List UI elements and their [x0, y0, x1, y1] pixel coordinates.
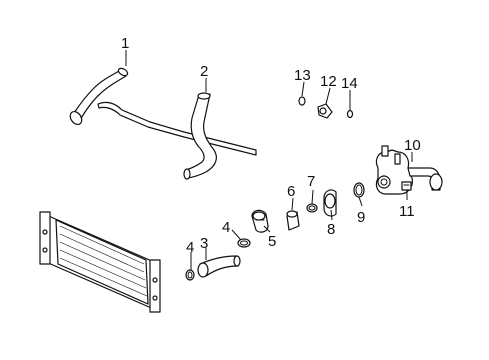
radiator	[39, 211, 161, 313]
lower-radiator-hose	[183, 92, 217, 180]
gasket-9	[353, 182, 365, 198]
o-ring-4-lower	[185, 269, 195, 281]
callout-2: 2	[200, 63, 208, 80]
upper-radiator-hose	[69, 67, 129, 126]
callout-7: 7	[307, 173, 315, 190]
clip-14	[346, 109, 354, 119]
callout-4-lower: 4	[186, 239, 194, 256]
leader-lines	[125, 50, 413, 270]
cap-8	[323, 189, 337, 217]
o-ring-13	[298, 96, 306, 106]
callout-labels: 1 2 3 4 4 5 6 7 8 9 10 11 12 13 14	[121, 35, 421, 256]
bypass-tube	[97, 101, 257, 156]
callout-10: 10	[404, 137, 421, 154]
callout-8: 8	[327, 221, 335, 238]
callout-14: 14	[341, 75, 358, 92]
callout-1: 1	[121, 35, 129, 52]
fitting-11	[401, 181, 412, 191]
seal-7	[306, 203, 318, 213]
callout-11: 11	[399, 203, 415, 220]
temperature-sensor	[317, 103, 333, 119]
short-hose-3	[197, 255, 241, 278]
callout-12: 12	[320, 73, 337, 90]
callout-13: 13	[294, 67, 311, 84]
connector-5	[251, 209, 269, 233]
callout-4-upper: 4	[222, 219, 230, 236]
callout-5: 5	[268, 233, 276, 250]
o-ring-4-upper	[237, 238, 251, 248]
plug-6	[286, 210, 300, 231]
callout-9: 9	[357, 209, 365, 226]
callout-6: 6	[287, 183, 295, 200]
callout-3: 3	[200, 235, 208, 252]
